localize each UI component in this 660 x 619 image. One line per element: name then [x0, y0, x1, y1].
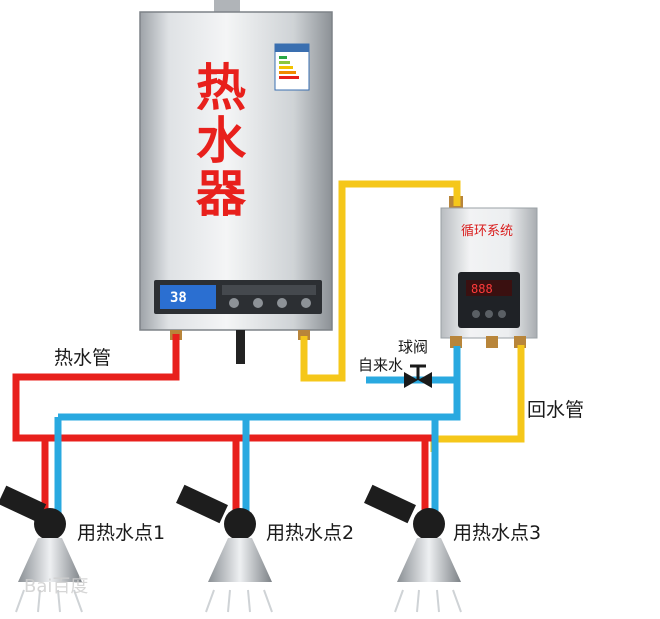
circulation-system-title: 循环系统	[461, 224, 513, 239]
circulation-button-3[interactable]	[498, 310, 506, 318]
water-heater: 热 水 器 38	[139, 0, 333, 364]
heater-control-panel: 38	[154, 280, 322, 314]
energy-label-sticker	[274, 43, 310, 91]
heater-lcd-value: 38	[170, 290, 187, 306]
heater-knob-1[interactable]	[229, 298, 239, 308]
circulation-display-value: 888	[471, 282, 493, 296]
circulation-button-2[interactable]	[485, 310, 493, 318]
circulation-button-1[interactable]	[472, 310, 480, 318]
faucet-1	[0, 485, 83, 613]
heater-flue	[214, 0, 240, 14]
ball-valve[interactable]	[404, 364, 432, 388]
heater-lcd-screen	[160, 285, 216, 309]
heater-drain-pipe	[236, 330, 245, 364]
faucet-3	[364, 484, 462, 613]
use-point-1-label: 用热水点1	[77, 522, 165, 544]
tap-water-label: 自来水	[358, 356, 403, 374]
use-point-2-label: 用热水点2	[266, 522, 354, 544]
heater-title-char-2: 水	[196, 112, 247, 170]
faucet-2	[176, 484, 273, 613]
heater-title-char-1: 热	[196, 59, 246, 117]
circulation-display	[466, 280, 512, 296]
heater-title-char-3: 器	[196, 165, 247, 223]
use-point-3-label: 用热水点3	[453, 522, 541, 544]
ball-valve-label: 球阀	[398, 338, 428, 356]
watermark: Bai百度	[24, 576, 88, 597]
hot-water-pipe	[12, 334, 434, 518]
heater-knob-4[interactable]	[301, 298, 311, 308]
circulation-system-unit: 循环系统 888	[440, 196, 538, 348]
return-pipe-label: 回水管	[527, 399, 584, 421]
hot-water-pipe-label: 热水管	[54, 347, 111, 369]
heater-knob-2[interactable]	[253, 298, 263, 308]
heater-knob-3[interactable]	[277, 298, 287, 308]
